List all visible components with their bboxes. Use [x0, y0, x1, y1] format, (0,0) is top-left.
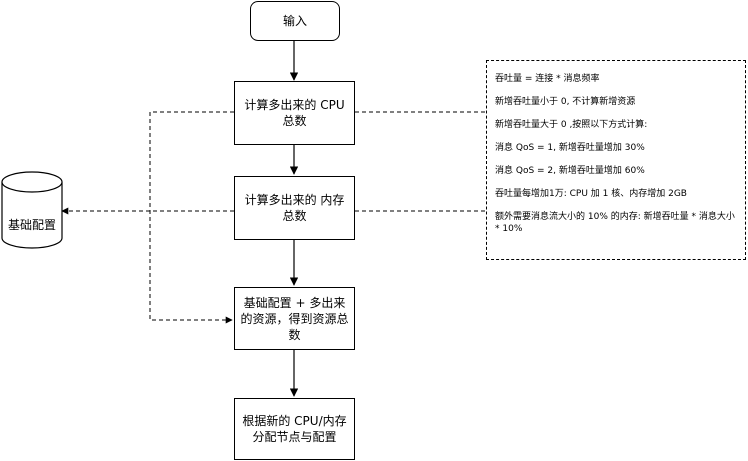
note-line: 消息 QoS = 1, 新增吞吐量增加 30% — [495, 143, 645, 153]
resource-total-label: 基础配置 + 多出来的资源，得到资源总数 — [240, 295, 349, 342]
note-line: 吞吐量每增加1万: CPU 加 1 核、内存增加 2GB — [495, 189, 687, 199]
note-line: 消息 QoS = 2, 新增吞吐量增加 60% — [495, 166, 645, 176]
database-label: 基础配置 — [7, 218, 56, 232]
memory-calc-label: 计算多出来的 内存 总数 — [244, 193, 345, 223]
dashed-link-cpu — [149, 111, 234, 324]
note-line: 新增吞吐量大于 0 ,按照以下方式计算: — [495, 120, 648, 130]
database-cylinder — [1, 171, 63, 249]
note-line: 新增吞吐量小于 0, 不计算新增资源 — [495, 97, 636, 107]
resource-total-node: 基础配置 + 多出来的资源，得到资源总数 — [234, 287, 355, 350]
cpu-calc-label: 计算多出来的 CPU 总数 — [244, 98, 345, 128]
assign-node-label: 根据新的 CPU/内存分配节点与配置 — [242, 414, 347, 444]
memory-calc-node: 计算多出来的 内存 总数 — [234, 176, 355, 240]
input-node: 输入 — [250, 1, 340, 41]
cpu-calc-node: 计算多出来的 CPU 总数 — [234, 81, 355, 145]
input-node-label: 输入 — [282, 14, 307, 28]
assign-node: 根据新的 CPU/内存分配节点与配置 — [234, 398, 355, 460]
calculation-note: 吞吐量 = 连接 * 消息频率 新增吞吐量小于 0, 不计算新增资源 新增吞吐量… — [486, 60, 746, 260]
note-line: 额外需要消息流大小的 10% 的内存: 新增吞吐量 * 消息大小 * 10% — [495, 212, 735, 234]
note-line: 吞吐量 = 连接 * 消息频率 — [495, 74, 600, 84]
